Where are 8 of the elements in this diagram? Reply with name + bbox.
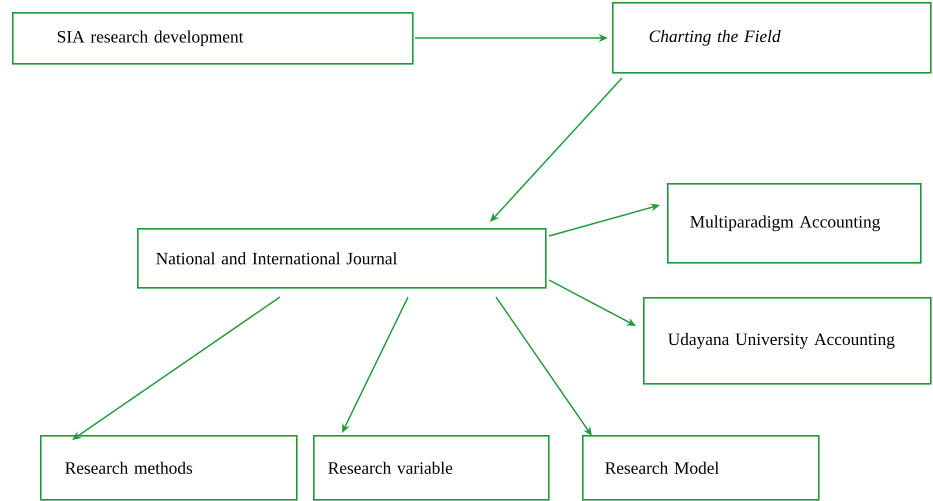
text-box: Multiparadigm Accounting bbox=[667, 183, 922, 264]
text-box: SIA research development bbox=[12, 12, 414, 65]
text-box: Research Model bbox=[582, 435, 820, 501]
text-box: National and International Journal bbox=[137, 228, 547, 289]
text-box: Udayana University Accounting bbox=[643, 297, 932, 385]
text-box: Charting the Field bbox=[612, 2, 932, 74]
text-box: Research methods bbox=[40, 435, 298, 501]
text-box: Research variable bbox=[313, 435, 550, 501]
